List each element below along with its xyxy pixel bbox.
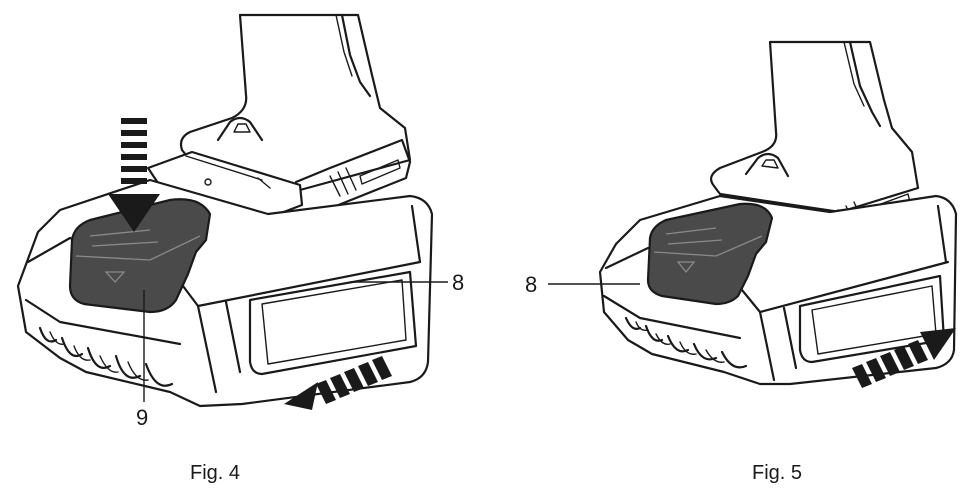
arrow-right-icon (852, 328, 956, 388)
fig5-callout-8: 8 (525, 272, 537, 297)
fig4-callout-9: 9 (136, 405, 148, 430)
arrow-left-icon (284, 356, 392, 410)
fig4-callout-8: 8 (452, 270, 464, 295)
fig5-illustration: 8 Fig. 5 (525, 40, 958, 484)
fig5-release-button (646, 202, 774, 306)
arrow-down-icon (108, 118, 160, 232)
fig4-release-button (68, 198, 212, 314)
fig5-caption: Fig. 5 (752, 462, 802, 484)
fig4-caption: Fig. 4 (190, 462, 240, 484)
fig4-illustration: 8 9 Fig. 4 (16, 13, 464, 484)
